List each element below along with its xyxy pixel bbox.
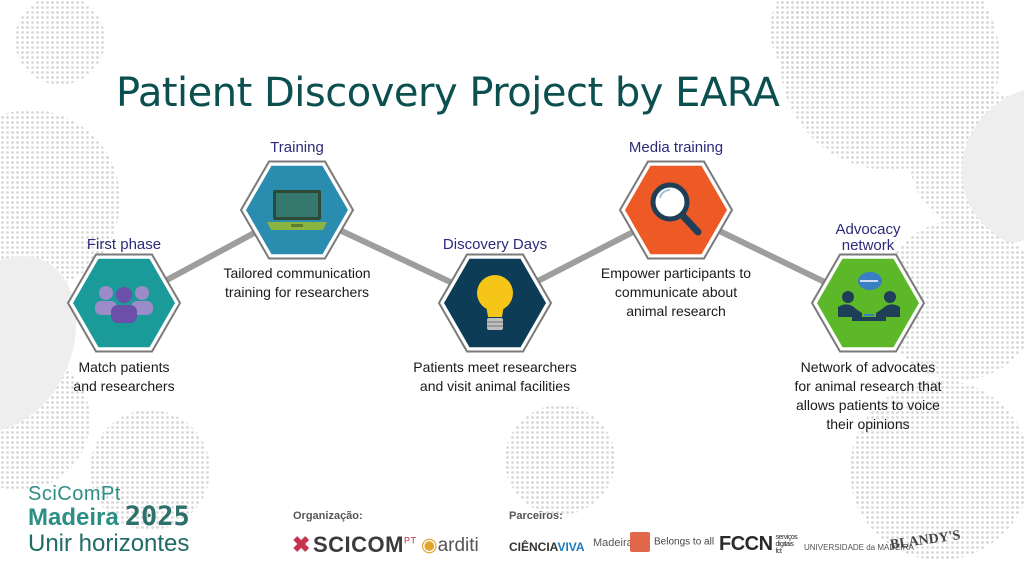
step-description-line: for animal research that [794,378,942,394]
step-label-line: network [841,237,895,254]
magnifier-icon [650,182,702,236]
step-description-3: Patients meet researchers and visit anima… [413,358,576,396]
people-icon [95,286,153,323]
step-description-5: Network of advocates for animal research … [794,358,941,434]
step-label-line: Training [270,139,324,156]
lightbulb-icon [477,275,513,330]
step-hexagon-2 [239,160,355,260]
background-blob [90,410,210,530]
discussion-icon [838,272,900,321]
background-blob [770,0,890,90]
background-blob [15,0,105,85]
step-hexagon-5 [810,253,926,353]
organizacao-label: Organização: [293,510,363,522]
background-blob [0,110,120,290]
step-label-line: Advocacy [835,221,901,238]
step-label-4: Media training [629,140,723,156]
step-hexagon-1 [66,253,182,353]
background-blob [0,256,77,430]
laptop-icon [267,190,327,230]
hexagon-fill [817,258,919,348]
step-label-2: Training [270,140,324,156]
step-description-line: Tailored communication [223,265,371,281]
parceiros-label: Parceiros: [509,510,563,522]
step-description-line: training for researchers [225,284,369,300]
madeira-logo: Madeira [593,537,633,549]
universidade-madeira-logo: UNIVERSIDADE da MADEIRA [804,543,914,552]
scicom-logo: ✖SCICOMPT [292,532,417,557]
step-label-3: Discovery Days [443,237,547,253]
step-description-line: allows patients to voice [796,397,940,413]
step-label-1: First phase [87,237,161,253]
brand-line-1: SciComPt [28,483,121,505]
brand-line-3: Unir horizontes [28,530,190,557]
step-description-line: Empower participants to [600,265,752,281]
background-blob [505,405,615,515]
belongs-to-all-logo: Belongs to all [630,532,714,552]
ciencia-viva-logo: CIÊNCIAVIVA [509,540,585,554]
step-hexagon-3 [437,253,553,353]
step-description-2: Tailored communication training for resea… [223,264,370,302]
background-blob [850,380,1024,560]
step-description-line: animal research [626,303,726,319]
step-description-1: Match patients and researchers [73,358,174,396]
step-description-line: communicate about [614,284,738,300]
arditi-logo: ◉arditi [421,535,479,556]
brand-line-2: Madeira [28,504,119,531]
step-description-line: their opinions [826,416,910,432]
step-hexagon-4 [618,160,734,260]
step-description-line: Network of advocates [800,359,936,375]
background-blob [880,220,1024,380]
background-blob [961,90,1024,243]
brand-year: 2025 [124,501,190,532]
step-description-line: Match patients [78,359,170,375]
step-description-line: and researchers [73,378,175,394]
step-label-line: First phase [86,236,162,253]
step-description-4: Empower participants to communicate about… [601,264,751,321]
step-label-line: Media training [628,139,724,156]
page-title: Patient Discovery Project by EARA [116,70,780,116]
step-label-line: Discovery Days [442,236,548,253]
step-description-line: Patients meet researchers [413,359,577,375]
step-description-line: and visit animal facilities [419,378,571,394]
